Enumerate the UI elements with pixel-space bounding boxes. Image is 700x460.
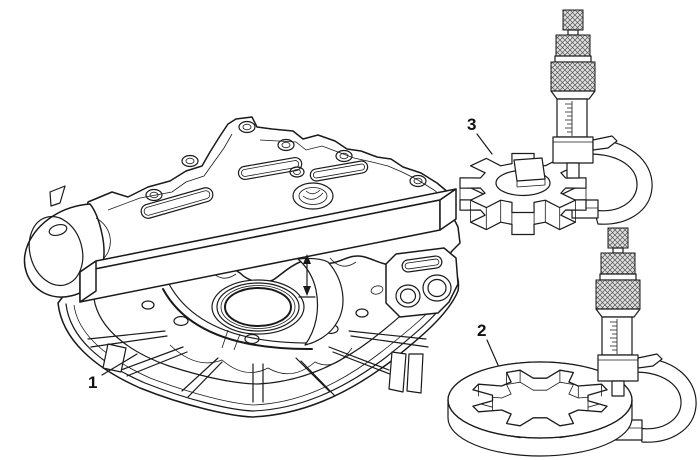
- micrometer-thimble: [600, 252, 636, 275]
- outlet-port-block: [370, 247, 459, 318]
- callout-1-leader: [101, 353, 138, 376]
- clearance-arrow: [298, 254, 316, 298]
- body-recess: [292, 182, 334, 210]
- gasket-grooves: [140, 156, 369, 219]
- micrometer-frame: [588, 139, 653, 225]
- flange-scallop-line: [169, 344, 353, 375]
- callout-2-leader: [486, 339, 499, 366]
- inner-rotor-gear: [459, 152, 587, 236]
- outer-rotor-ring: [447, 361, 633, 457]
- micrometer-lock-lever: [592, 135, 618, 151]
- micrometer-frame: [633, 357, 697, 443]
- outer-rotor-figure: [447, 227, 697, 457]
- crescent: [297, 257, 344, 346]
- inner-rotor-figure: [459, 9, 653, 236]
- rotor-bore: [162, 257, 344, 351]
- callout-1-label: 1: [88, 373, 97, 392]
- callout-3-label: 3: [467, 115, 476, 134]
- rotor-drive-boss: [513, 157, 546, 182]
- flange-lugs: [102, 343, 424, 394]
- micrometer-inner-rotor: [550, 9, 618, 179]
- micrometer-ratchet: [562, 9, 584, 31]
- callouts: 1 2 3: [88, 115, 499, 392]
- callout-3-leader: [476, 133, 493, 155]
- micrometer-outer-rotor: [595, 227, 663, 397]
- callout-2-label: 2: [477, 321, 486, 340]
- micrometer-ratchet: [607, 227, 629, 249]
- micrometer-spindle: [611, 380, 625, 397]
- straightedge-bar: [79, 188, 457, 303]
- micrometer-spindle: [566, 162, 580, 179]
- micrometer-lock-lever: [637, 353, 663, 369]
- micrometer-thimble: [555, 34, 591, 57]
